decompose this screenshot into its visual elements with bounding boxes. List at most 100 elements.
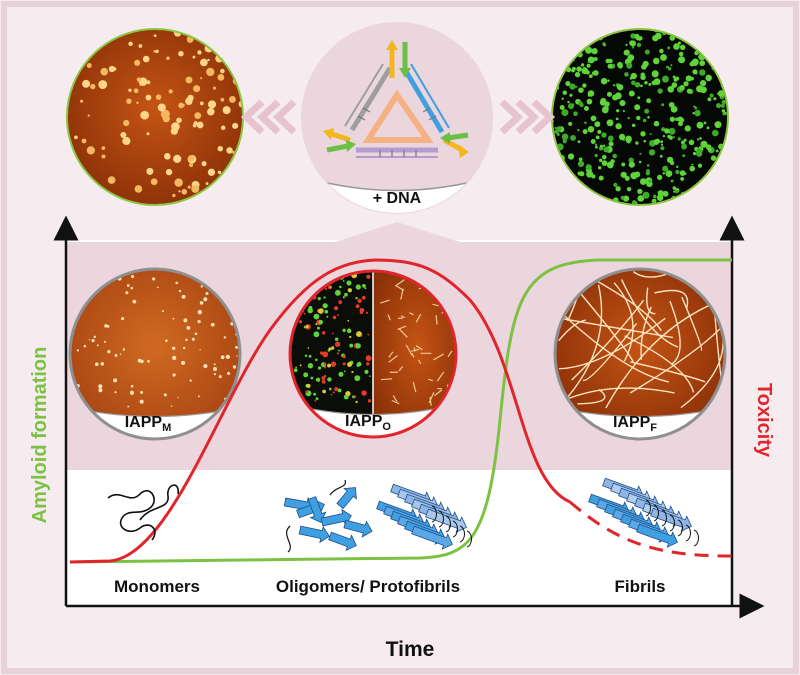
oligomer-particle: [354, 395, 357, 398]
fluorescent-particle: [713, 97, 717, 101]
fluorescent-particle: [644, 49, 650, 55]
fluorescent-particle: [601, 160, 608, 167]
protofibril-strand: [418, 359, 422, 365]
afm-particle: [175, 281, 178, 285]
fibril-strand: [624, 335, 695, 393]
chevron-right-icon: [499, 99, 556, 135]
fluorescent-particle: [648, 179, 652, 183]
fluorescent-particle: [607, 79, 610, 82]
fluorescent-particle: [659, 48, 664, 54]
oligomer-particle: [334, 387, 339, 392]
fluorescent-particle: [631, 80, 636, 85]
afm-particle: [192, 123, 197, 128]
afm-particle: [172, 355, 177, 360]
fluorescent-particle: [621, 162, 626, 167]
fluorescent-particle: [637, 188, 643, 195]
afm-particle: [196, 121, 204, 129]
afm-particle: [88, 339, 91, 341]
fluorescent-particle: [634, 104, 641, 111]
protofibril-beta-sheet-icon: [376, 483, 472, 550]
dna-label-plate: [302, 174, 492, 213]
afm-particle: [101, 154, 106, 159]
fluorescent-particle: [646, 98, 652, 104]
fibril-strand: [563, 387, 675, 402]
afm-particle: [81, 138, 87, 144]
afm-particle: [191, 184, 200, 193]
afm-particle: [133, 88, 139, 94]
fluorescent-particle: [585, 46, 593, 54]
fluorescent-particle: [692, 111, 695, 115]
fluorescent-particle: [676, 165, 679, 169]
afm-particle: [172, 346, 176, 350]
protofibril-strand: [405, 344, 413, 356]
fluorescent-particle: [577, 140, 581, 144]
afm-particle: [187, 155, 195, 162]
fluorescent-particle: [640, 84, 643, 88]
fluorescent-particle: [577, 128, 580, 132]
oligomer-particle: [361, 390, 367, 396]
afm-particle: [153, 34, 157, 38]
oligomer-particle: [324, 309, 329, 314]
oligomer-particle: [305, 325, 309, 329]
fluorescent-particle: [597, 129, 602, 135]
afm-particle: [165, 339, 168, 342]
fluorescent-particle: [710, 155, 717, 161]
fluorescent-particle: [626, 62, 633, 69]
beta-sheet-icon: [283, 479, 373, 553]
fluorescent-particle: [660, 146, 665, 151]
fluorescent-particle: [651, 70, 659, 78]
afm-particle: [134, 59, 141, 66]
fluorescent-particle: [619, 99, 626, 107]
afm-particle: [178, 102, 185, 109]
afm-particle: [199, 348, 201, 351]
fluorescent-particle: [565, 80, 571, 87]
oligomer-particle: [319, 351, 324, 355]
fluorescent-particle: [612, 84, 616, 87]
afm-particle: [232, 122, 239, 129]
fluorescent-particle: [707, 147, 712, 152]
oligomer-particle: [349, 335, 352, 339]
fluorescent-particle: [648, 82, 652, 86]
fluorescent-particle: [688, 139, 695, 146]
afm-particle: [155, 94, 162, 100]
afm-particle: [120, 132, 127, 139]
afm-particle: [174, 178, 183, 187]
fluorescent-particle: [712, 129, 719, 137]
fluorescent-particle: [623, 49, 630, 56]
fluorescent-particle: [680, 140, 685, 145]
fluorescent-particle: [646, 169, 650, 173]
fluorescent-particle: [599, 144, 603, 148]
oligomer-particle: [334, 341, 341, 347]
afm-particle: [194, 332, 198, 336]
oligomer-particle: [323, 362, 327, 366]
fluorescent-particle: [588, 74, 593, 79]
protofibril-strand: [392, 395, 398, 403]
afm-particle: [168, 89, 173, 94]
fluorescent-particle: [620, 195, 625, 200]
afm-particle: [220, 355, 225, 360]
stage-label-oligomers: Oligomers/ Protofibrils: [276, 577, 460, 596]
oligomer-particle: [318, 308, 324, 314]
afm-particle: [197, 395, 200, 398]
oligomer-particle: [327, 363, 332, 368]
fluorescent-particle: [670, 179, 674, 183]
fluorescent-particle: [699, 80, 707, 87]
afm-particle: [193, 85, 201, 93]
fluorescent-particle: [640, 131, 646, 137]
fluorescent-particle: [696, 121, 704, 129]
oligomer-particle: [324, 366, 327, 369]
afm-particle: [123, 119, 130, 127]
fluorescent-particle: [689, 165, 696, 172]
oligomer-particle: [362, 283, 366, 288]
protofibril-strand: [409, 312, 414, 316]
fluorescent-particle: [699, 137, 702, 140]
fluorescent-particle: [561, 109, 569, 117]
fluorescent-particle: [672, 186, 677, 190]
fluorescent-particle: [595, 145, 598, 149]
fluorescent-particle: [639, 152, 642, 155]
fibril-strand: [669, 300, 681, 366]
fluorescent-particle: [618, 133, 626, 141]
afm-particle: [207, 58, 210, 62]
oligomer-particle: [368, 375, 371, 377]
fluorescent-particle: [577, 160, 585, 168]
